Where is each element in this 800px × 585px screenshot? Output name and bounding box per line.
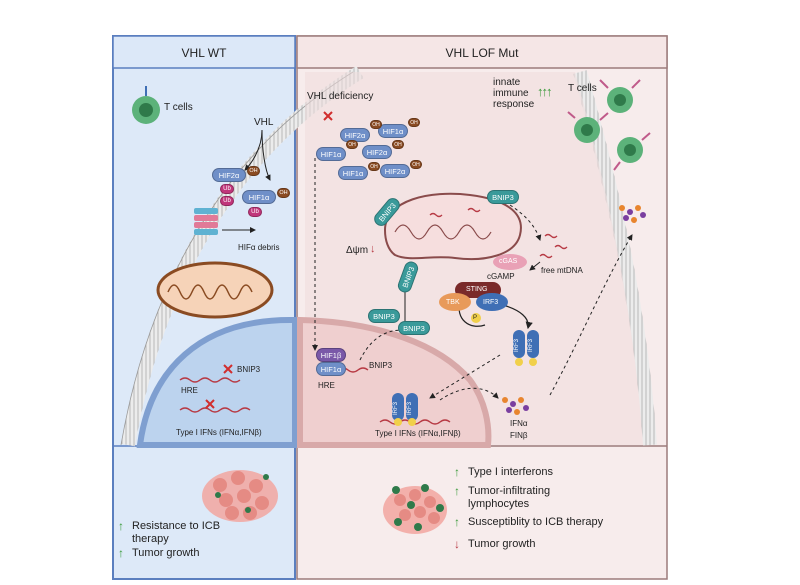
left-hre-label: HRE [181,386,198,395]
ifna-label: IFNα [510,419,528,428]
left-panel-header [112,35,296,69]
bnip3-pill-cyto-2: BNIP3 [398,321,430,335]
hif1a-pill-r3: HIF1α [338,166,368,180]
irf3-label-cyto-1: IRF3 [514,338,520,352]
up-arrow-icon: ↑ [118,546,124,560]
delta-psi-down-arrow: ↓ [370,243,376,255]
hif1a-pill-r1: HIF1α [378,124,408,138]
oh-tag-r1: OH [370,120,382,129]
innate-up-arrows: ↑↑↑ [537,84,552,99]
vhl-deficiency-label: VHL deficiency [307,91,374,102]
sting-complex [439,282,508,323]
right-outcome-4: ↓ Tumor growth [454,538,535,551]
right-type1-ifn-label: Type I IFNs (IFNα,IFNβ) [375,429,461,438]
outcome-text: Type I interferons [468,466,553,478]
ifn-dots [502,397,529,415]
left-type1-ifn-label: Type I IFNs (IFNα,IFNβ) [176,428,262,437]
right-outcome-2: ↑ Tumor-infiltrating lymphocytes [454,485,614,511]
up-arrow-icon: ↑ [118,519,124,533]
oh-tag-r6: OH [410,160,422,169]
right-panel-header [296,35,668,69]
hif2a-pill-r3: HIF2α [380,164,410,178]
cgas-label: cGAS [499,258,518,265]
oh-tag-r4: OH [392,140,404,149]
irf3-label-nuc-2: IRF3 [407,401,413,415]
left-outcome-1: ↑ Resistance to ICB therapy [118,520,288,546]
proteasome-left [194,208,218,235]
ifn-dots-secreted [619,205,646,223]
tbk-label: TBK [446,299,460,306]
right-outcome-3: ↑ Susceptiblity to ICB therapy [454,516,603,529]
bnip3-pill-mito-right: BNIP3 [487,190,519,204]
oh-tag-r3: OH [346,140,358,149]
sting-label: STING [466,286,488,293]
free-mtdna-label: free mtDNA [541,266,583,275]
inhibit-x-marks [205,111,333,409]
up-arrow-icon: ↑ [454,515,460,529]
down-arrow-icon: ↓ [454,537,460,551]
irf3-label-nuc-1: IRF3 [393,401,399,415]
outcome-text: Tumor growth [132,547,200,559]
outcome-text: Tumor-infiltrating lymphocytes [468,485,551,510]
irf3-label-cyto-2: IRF3 [528,338,534,352]
mitochondrion-left [156,261,274,319]
left-outcome-2: ↑ Tumor growth [118,547,199,560]
oh-tag-r2: OH [408,118,420,127]
outcome-text: Tumor growth [468,538,536,550]
right-outcome-1: ↑ Type I interferons [454,466,553,479]
oh-tag-r5: OH [368,162,380,171]
tumor-right [383,484,447,534]
nucleus-left [136,317,298,448]
cgamp-label: cGAMP [487,272,515,281]
hif-debris-label: HIFα debris [238,243,280,252]
finb-label: FINβ [510,431,528,440]
vhl-label: VHL [254,117,274,128]
oh-tag-left-1: OH [247,166,260,176]
right-panel-title: VHL LOF Mut [445,46,519,60]
hif1b-pill: HIF1β [316,348,346,362]
hif2a-pill-r2: HIF2α [362,145,392,159]
hif1a-pill-left: HIF1α [242,190,276,204]
mtdna-fragments [429,207,568,259]
irf3-label-sting: IRF3 [483,299,499,306]
outcome-text: Resistance to ICB therapy [132,520,221,545]
t-cell-cluster-right [567,79,651,171]
mitochondrion-right [383,192,522,261]
right-tcells-label: T cells [568,83,597,94]
hif1a-pill-nucleus: HIF1α [316,362,346,376]
cgas-protein [493,254,527,270]
bnip3-pill-cyto-1: BNIP3 [368,309,400,323]
innate-immune-label: innate immune response [493,77,535,110]
nucleus-right [297,316,492,448]
hif2a-pill-left: HIF2α [212,168,246,182]
outcome-text: Susceptiblity to ICB therapy [468,516,604,528]
tumor-left [202,470,278,522]
left-panel-title: VHL WT [181,46,227,60]
ub-tag-3: Ub [248,207,262,217]
p-label-sting: P [473,315,478,321]
delta-psi-label: Δψm [346,245,369,256]
oh-tag-left-2: OH [277,188,290,198]
right-hre-label: HRE [318,381,335,390]
irf3-dimer-cytoplasm [513,330,539,366]
irf3-dimer-nucleus [392,393,418,426]
left-bnip3-gene-label: BNIP3 [237,365,261,374]
ub-tag-2: Ub [220,196,234,206]
left-tcells-label: T cells [164,102,193,113]
up-arrow-icon: ↑ [454,465,460,479]
up-arrow-icon: ↑ [454,484,460,498]
cell-membrane-right [573,70,657,446]
hif1a-pill-r2: HIF1α [316,147,346,161]
ub-tag-1: Ub [220,184,234,194]
t-cell-left [132,86,160,124]
right-bnip3-gene-label: BNIP3 [369,361,393,370]
